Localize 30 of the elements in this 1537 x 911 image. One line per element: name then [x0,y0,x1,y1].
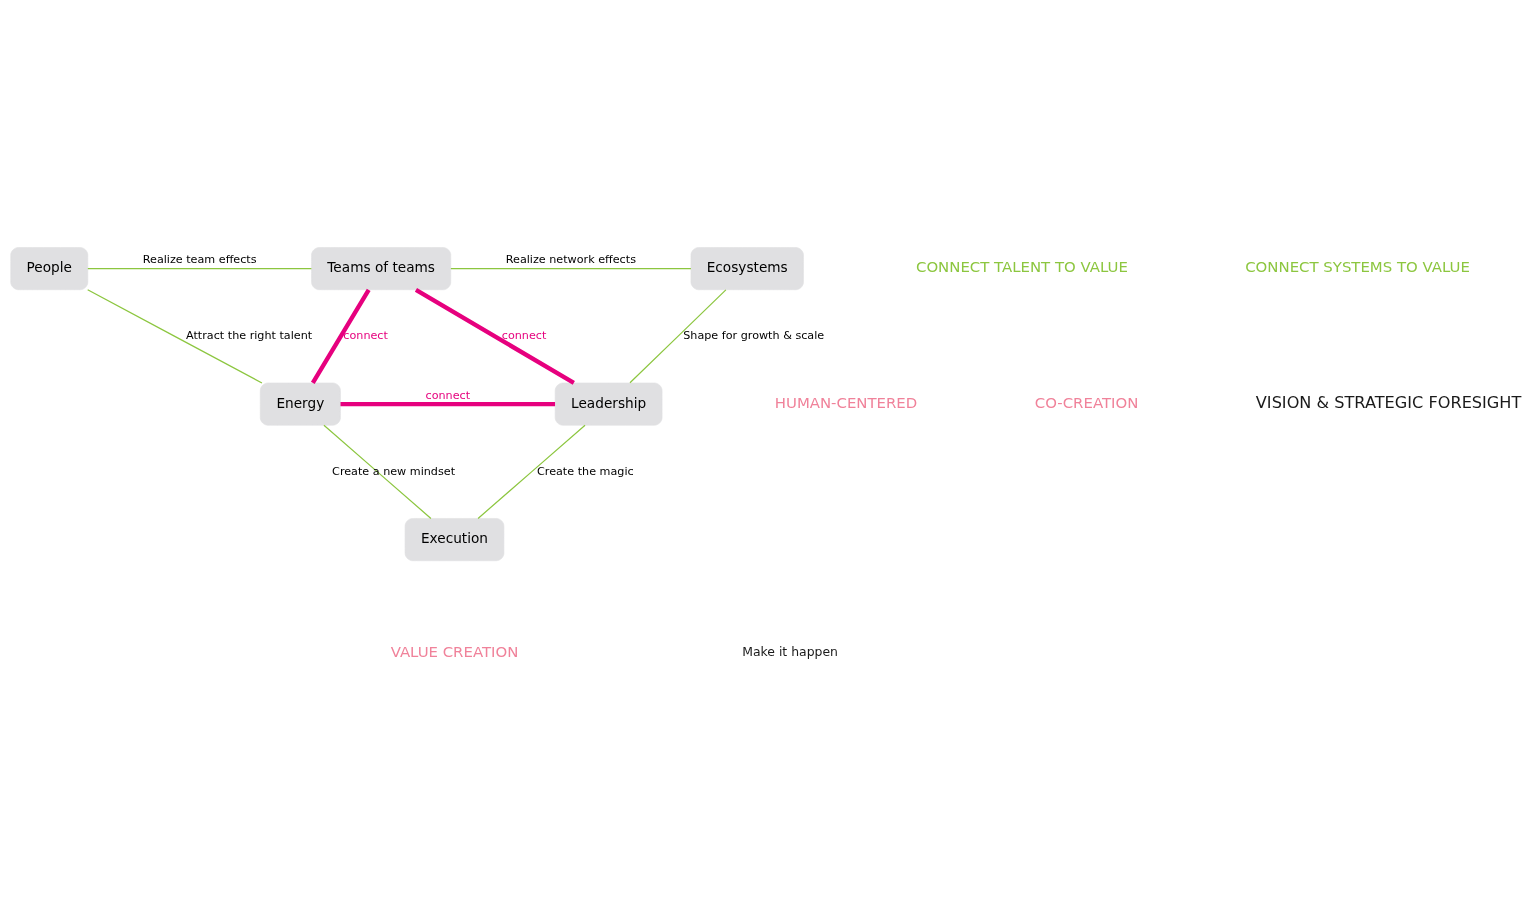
connector [87,288,263,384]
edge-label: Realize network effects [505,252,636,266]
node-box: Leadership [554,382,663,426]
node-box: People [10,246,89,290]
connector [477,424,586,519]
connector [310,288,371,384]
label: Make it happen [742,643,838,659]
node-box: Execution [404,517,505,561]
edge-label: connect [343,328,388,342]
connector [323,424,432,519]
label: HUMAN-CENTERED [774,393,918,412]
label: VALUE CREATION [390,642,519,661]
connector [414,287,575,385]
connector [340,401,556,406]
connector [87,267,312,269]
edge-label: Realize team effects [142,252,257,266]
edge-label: Attract the right talent [186,328,313,342]
connector [629,288,727,383]
label: CONNECT TALENT TO VALUE [915,257,1128,276]
edge-label: connect [501,328,547,342]
label: CONNECT SYSTEMS TO VALUE [1245,257,1470,276]
edge-label: Create the magic [537,464,634,478]
node-box: Ecosystems [690,246,804,290]
node-box: Energy [259,382,341,426]
label: CO-CREATION [1034,393,1139,412]
edge-label: Shape for growth & scale [683,328,825,342]
node-box: Teams of teams [311,246,452,290]
label: VISION & STRATEGIC FORESIGHT [1255,392,1522,412]
connector [450,267,692,269]
edge-label: connect [425,388,471,402]
